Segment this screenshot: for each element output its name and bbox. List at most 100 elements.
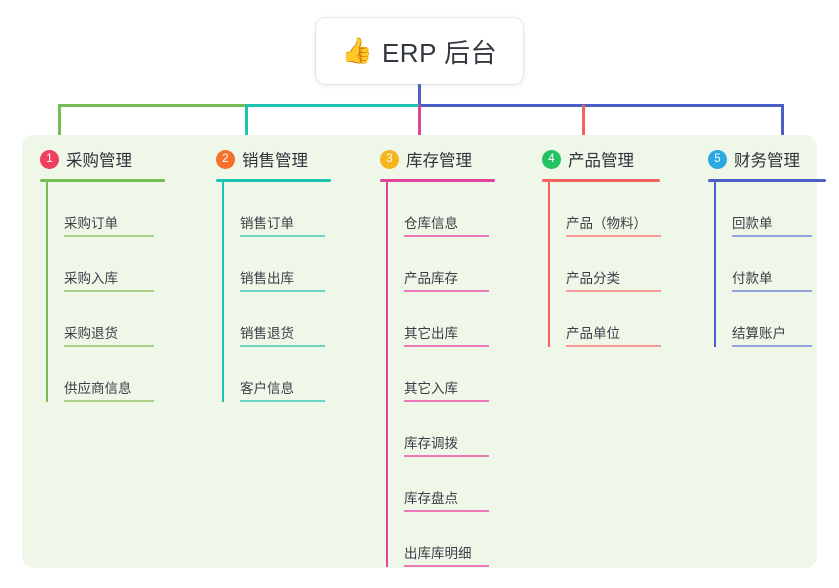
branch-item-label: 库存调拨 — [404, 436, 458, 451]
branch-item-label: 其它入库 — [404, 381, 458, 396]
branch-item[interactable]: 采购入库 — [64, 237, 165, 292]
branch-spine-3 — [386, 182, 388, 567]
branch-item-label: 仓库信息 — [404, 216, 458, 231]
branch-item-label: 销售订单 — [240, 216, 294, 231]
branch-items-5: 回款单付款单结算账户 — [714, 182, 826, 347]
branch-item[interactable]: 产品（物料） — [566, 182, 661, 237]
branch-underline-1 — [40, 179, 165, 182]
branch-badge-5: 5 — [708, 149, 727, 169]
root-node-label: ERP 后台 — [381, 37, 498, 68]
branch-item-rule — [566, 345, 661, 347]
branch-item[interactable]: 其它出库 — [404, 292, 495, 347]
branch-item-label: 产品单位 — [566, 326, 620, 341]
branch-item[interactable]: 采购订单 — [64, 182, 165, 237]
branch-badge-3: 3 — [380, 149, 399, 169]
branch-column-4: 4 产品管理产品（物料） 产品分类产品单位 — [524, 146, 661, 347]
branch-item-rule — [64, 235, 154, 237]
branch-item[interactable]: 供应商信息 — [64, 347, 165, 402]
branch-item[interactable]: 客户信息 — [240, 347, 331, 402]
branch-item-rule — [240, 290, 325, 292]
branch-item-rule — [404, 235, 489, 237]
branch-item-rule — [732, 345, 812, 347]
branch-item-rule — [404, 345, 489, 347]
branch-header-5[interactable]: 5 财务管理 — [690, 146, 826, 172]
branch-item[interactable]: 付款单 — [732, 237, 826, 292]
branch-item[interactable]: 产品库存 — [404, 237, 495, 292]
branch-item-rule — [64, 400, 154, 402]
branch-item-label: 销售退货 — [240, 326, 294, 341]
branch-item-label: 产品库存 — [404, 271, 458, 286]
branch-item[interactable]: 销售出库 — [240, 237, 331, 292]
branch-header-4[interactable]: 4 产品管理 — [524, 146, 660, 172]
branch-title-3: 库存管理 — [406, 152, 472, 170]
branch-item-label: 其它出库 — [404, 326, 458, 341]
branch-item-rule — [404, 290, 489, 292]
branch-item-label: 回款单 — [732, 216, 773, 231]
branch-underline-5 — [708, 179, 826, 182]
branch-item-rule — [240, 400, 325, 402]
branch-item-label: 出库库明细 — [404, 546, 472, 561]
branch-item-rule — [64, 345, 154, 347]
branch-item[interactable]: 回款单 — [732, 182, 826, 237]
branch-spine-4 — [548, 182, 550, 347]
branch-title-5: 财务管理 — [734, 152, 800, 170]
branch-item[interactable]: 库存调拨 — [404, 402, 495, 457]
branch-item-rule — [404, 510, 489, 512]
branch-item-label: 产品（物料） — [566, 216, 647, 231]
branch-item-rule — [404, 455, 489, 457]
branch-item-label: 付款单 — [732, 271, 773, 286]
diagram-panel — [22, 135, 817, 568]
branch-item-rule — [240, 345, 325, 347]
branch-item[interactable]: 产品分类 — [566, 237, 661, 292]
branch-spine-5 — [714, 182, 716, 347]
branch-item[interactable]: 结算账户 — [732, 292, 826, 347]
branch-column-5: 5 财务管理回款单付款单结算账户 — [690, 146, 826, 347]
branch-item[interactable]: 产品单位 — [566, 292, 661, 347]
branch-item-label: 销售出库 — [240, 271, 294, 286]
branch-underline-3 — [380, 179, 495, 182]
branch-underline-4 — [542, 179, 660, 182]
branch-title-2: 销售管理 — [242, 152, 308, 170]
branch-column-2: 2 销售管理销售订单销售出库销售退货客户信息 — [198, 146, 331, 402]
branch-item-label: 客户信息 — [240, 381, 294, 396]
branch-item-label: 采购入库 — [64, 271, 118, 286]
branch-header-2[interactable]: 2 销售管理 — [198, 146, 331, 172]
branch-items-2: 销售订单销售出库销售退货客户信息 — [222, 182, 331, 402]
branch-item-label: 采购订单 — [64, 216, 118, 231]
branch-items-3: 仓库信息产品库存其它出库其它入库库存调拨库存盘点出库库明细 — [386, 182, 495, 567]
branch-item[interactable]: 采购退货 — [64, 292, 165, 347]
branch-item-rule — [566, 290, 661, 292]
branch-item-rule — [404, 400, 489, 402]
branch-item-rule — [240, 235, 325, 237]
branch-spine-1 — [46, 182, 48, 402]
branch-badge-4: 4 — [542, 149, 561, 169]
branch-item-rule — [732, 290, 812, 292]
branch-item[interactable]: 其它入库 — [404, 347, 495, 402]
branch-item-label: 供应商信息 — [64, 381, 132, 396]
thumbs-up-icon: 👍 — [341, 36, 373, 65]
branch-item-rule — [404, 565, 489, 567]
branch-item[interactable]: 库存盘点 — [404, 457, 495, 512]
branch-items-4: 产品（物料） 产品分类产品单位 — [548, 182, 661, 347]
branch-badge-1: 1 — [40, 149, 59, 169]
branch-item-label: 结算账户 — [732, 326, 786, 341]
branch-item[interactable]: 出库库明细 — [404, 512, 495, 567]
branch-item-label: 采购退货 — [64, 326, 118, 341]
branch-header-1[interactable]: 1 采购管理 — [22, 146, 165, 172]
root-node[interactable]: 👍 ERP 后台 — [316, 18, 523, 84]
branch-spine-2 — [222, 182, 224, 402]
branch-item-label: 库存盘点 — [404, 491, 458, 506]
branch-underline-2 — [216, 179, 331, 182]
branch-column-1: 1 采购管理采购订单采购入库采购退货供应商信息 — [22, 146, 165, 402]
branch-header-3[interactable]: 3 库存管理 — [362, 146, 495, 172]
branch-title-4: 产品管理 — [568, 152, 634, 170]
branch-title-1: 采购管理 — [66, 152, 132, 170]
branch-item[interactable]: 销售退货 — [240, 292, 331, 347]
branch-badge-2: 2 — [216, 149, 235, 169]
branch-item-rule — [64, 290, 154, 292]
branch-item[interactable]: 仓库信息 — [404, 182, 495, 237]
branch-item[interactable]: 销售订单 — [240, 182, 331, 237]
branch-item-label: 产品分类 — [566, 271, 620, 286]
branch-items-1: 采购订单采购入库采购退货供应商信息 — [46, 182, 165, 402]
